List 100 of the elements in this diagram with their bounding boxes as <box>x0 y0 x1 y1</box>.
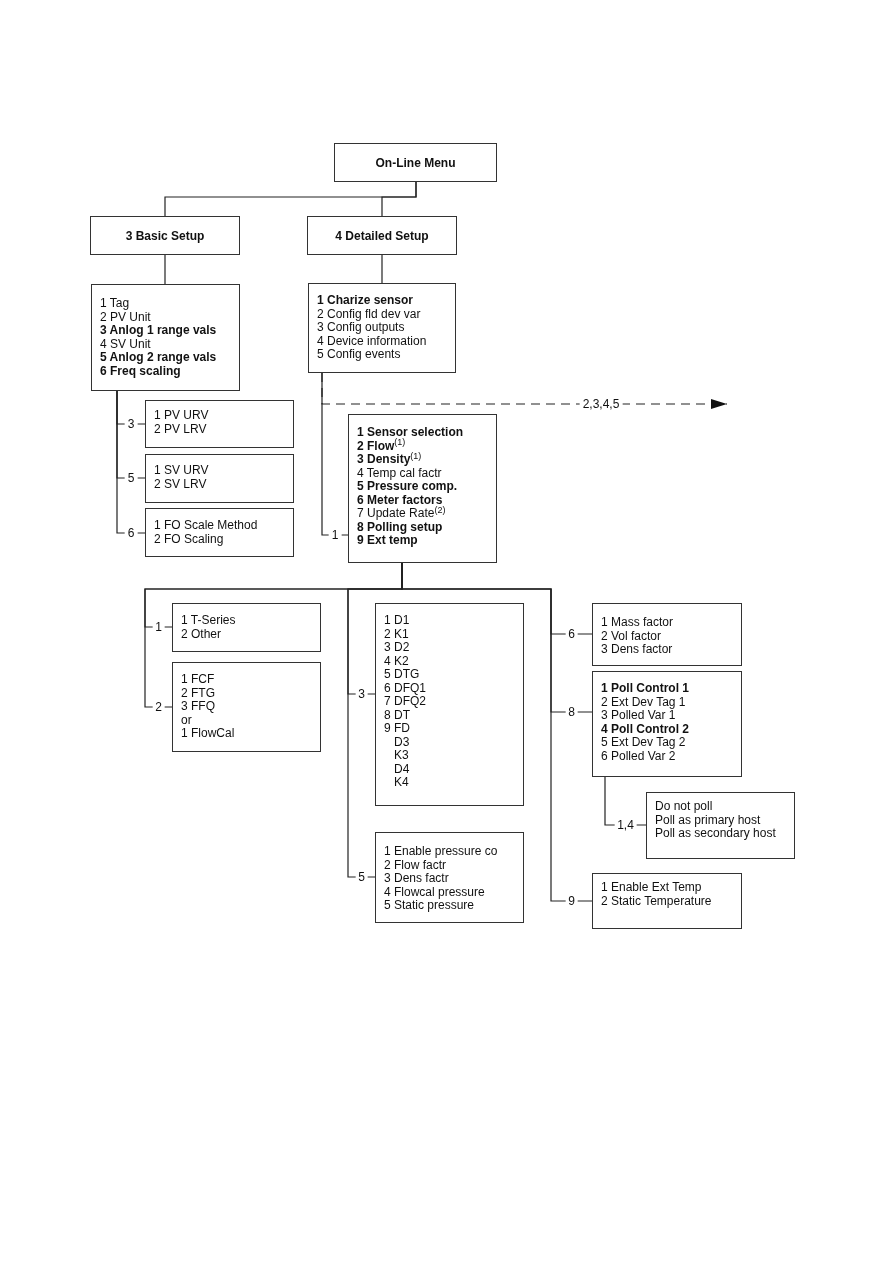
menu-item: 2 Flow factr <box>384 858 446 872</box>
connector-line <box>116 390 146 534</box>
menu-item: 6 Polled Var 2 <box>601 749 676 763</box>
menu-item: 2 PV Unit <box>100 310 151 324</box>
edge-label: 8 <box>565 705 578 719</box>
menu-item: 1 Poll Control 1 <box>601 682 689 696</box>
menu-title: On-Line Menu <box>375 155 456 170</box>
menu-title-box <box>334 143 497 182</box>
menu-item: K4 <box>394 776 409 790</box>
menu-item: 9 Ext temp <box>357 534 418 548</box>
menu-item: 9 FD <box>384 722 410 736</box>
menu-item: 5 DTG <box>384 668 420 682</box>
menu-title: 3 Basic Setup <box>125 228 205 243</box>
menu-item: or <box>181 713 192 727</box>
menu-item: 3 FFQ <box>181 700 215 714</box>
menu-item: 6 Freq scaling <box>100 364 181 378</box>
menu-item: 2 Flow$^{(1)}$ <box>357 439 406 453</box>
menu-item: Poll as primary host <box>655 813 761 827</box>
edge-label: 6 <box>124 526 138 540</box>
edge-label: 1,4 <box>614 818 637 832</box>
menu-item: 5 Pressure comp. <box>357 480 458 494</box>
menu-item: 2 FTG <box>181 686 215 700</box>
menu-item: 3 Dens factr <box>384 872 449 886</box>
menu-item: 4 Poll Control 2 <box>601 722 689 736</box>
menu-item: 1 D1 <box>384 614 410 628</box>
connector-line <box>381 181 417 217</box>
menu-title-box <box>307 216 457 255</box>
menu-item: 1 Sensor selection <box>357 426 464 439</box>
menu-list-box <box>592 671 742 777</box>
menu-list-box <box>592 873 742 929</box>
menu-item: 1 Mass factor <box>601 616 674 630</box>
menu-list-box <box>308 283 456 373</box>
menu-item: 4 SV Unit <box>100 337 151 351</box>
menu-list-box <box>91 284 240 391</box>
menu-item: 8 DT <box>384 708 410 722</box>
menu-item: 1 Tag <box>100 297 130 311</box>
menu-item: 1 Charize sensor <box>317 294 414 308</box>
menu-title-box <box>90 216 240 255</box>
connector-line <box>164 254 166 285</box>
menu-item: 2 FO Scaling <box>154 532 224 546</box>
menu-item: 2 Config fld dev var <box>317 307 421 321</box>
edge-label: 5 <box>124 471 138 485</box>
menu-item: 8 Polling setup <box>357 520 443 534</box>
menu-item: Do not poll <box>655 800 713 814</box>
menu-item: 6 DFQ1 <box>384 681 426 695</box>
edge-label: 6 <box>565 627 578 641</box>
menu-item: 5 Ext Dev Tag 2 <box>601 736 686 750</box>
menu-item: 1 SV URV <box>154 464 209 478</box>
menu-item: 3 D2 <box>384 641 410 655</box>
menu-item: 3 Density$^{(1)}$ <box>357 453 422 467</box>
menu-item: 5 Anlog 2 range vals <box>100 351 217 365</box>
menu-item: 3 Polled Var 1 <box>601 709 676 723</box>
edge-label: 3 <box>355 687 368 701</box>
menu-list-box <box>348 414 497 563</box>
menu-item: 1 Enable pressure co <box>384 845 498 859</box>
edge-label: 2 <box>152 700 165 714</box>
menu-item: K3 <box>394 749 409 763</box>
menu-item: 3 Config outputs <box>317 321 405 335</box>
connector-line <box>604 776 647 826</box>
menu-item: 4 K2 <box>384 654 409 668</box>
menu-list-box <box>172 603 321 652</box>
menu-list-box <box>172 662 321 752</box>
menu-item: 3 Anlog 1 range vals <box>100 324 217 338</box>
menu-title: 4 Detailed Setup <box>335 228 429 243</box>
menu-item: 4 Temp cal factr <box>357 466 442 480</box>
menu-item: 2 K1 <box>384 627 409 641</box>
menu-item: D4 <box>394 762 410 776</box>
menu-item: D3 <box>394 735 410 749</box>
menu-item: 1 FCF <box>181 673 215 687</box>
menu-item: 1 PV URV <box>154 409 209 423</box>
menu-item: 2 PV LRV <box>154 422 207 436</box>
menu-item: 7 Update Rate$^{(2)}$ <box>357 507 446 521</box>
menu-item: 4 Flowcal pressure <box>384 885 485 899</box>
menu-item: 1 FlowCal <box>181 727 235 741</box>
menu-list-box <box>646 792 795 859</box>
connector-line <box>381 254 383 284</box>
menu-item: 1 FO Scale Method <box>154 519 258 533</box>
menu-item: 2 Static Temperature <box>601 894 712 908</box>
menu-list-box <box>145 508 294 557</box>
edge-label: 2,3,4,5 <box>579 397 623 411</box>
menu-list-box <box>375 832 524 923</box>
menu-list-box <box>145 400 294 448</box>
edge-label: 1 <box>152 620 165 634</box>
menu-item: 5 Config events <box>317 348 401 362</box>
menu-item: 1 T-Series <box>181 614 236 628</box>
menu-list-box <box>592 603 742 666</box>
menu-item: 3 Dens factor <box>601 643 673 657</box>
menu-list-box <box>375 603 524 806</box>
menu-item: 5 Static pressure <box>384 899 475 913</box>
menu-item: 1 Enable Ext Temp <box>601 881 702 895</box>
menu-item: 6 Meter factors <box>357 493 443 507</box>
edge-label: 3 <box>124 417 138 431</box>
menu-item: 4 Device information <box>317 334 427 348</box>
menu-item: 2 Vol factor <box>601 629 662 643</box>
menu-item: 2 Other <box>181 627 222 641</box>
menu-item: 2 Ext Dev Tag 1 <box>601 695 686 709</box>
menu-list-box <box>145 454 294 503</box>
edge-label: 1 <box>328 528 342 542</box>
edge-label: 9 <box>565 894 578 908</box>
edge-label: 5 <box>355 870 368 884</box>
